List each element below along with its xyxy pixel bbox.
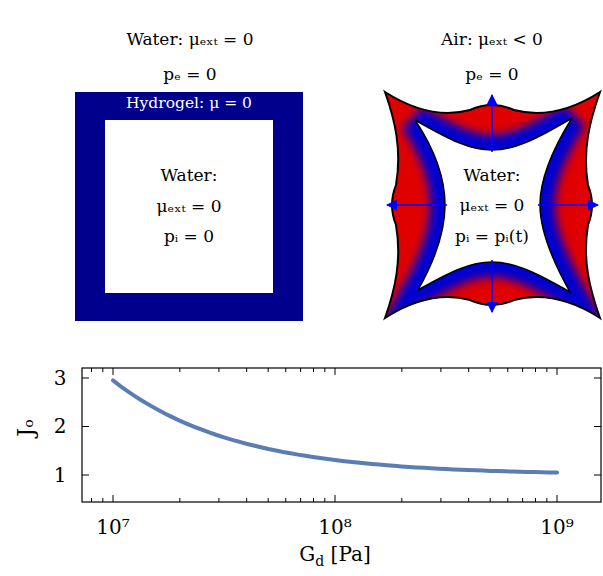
hydrogel-frame: Hydrogel: μ = 0 Water: μₑₓₜ = 0 pᵢ = 0 xyxy=(75,92,303,321)
tick-label: 2 xyxy=(54,415,67,438)
water-region: Water: μₑₓₜ = 0 pᵢ = pᵢ(t) xyxy=(455,166,529,247)
tick-label: 1 xyxy=(54,464,67,487)
tick-label: 10⁸ xyxy=(318,516,351,539)
plot-frame xyxy=(82,368,601,502)
environment-label: Water: μₑₓₜ = 0 xyxy=(126,30,253,50)
material-label: Hydrogel: μ = 0 xyxy=(75,95,303,113)
condition-text: μₑₓₜ = 0 xyxy=(460,196,525,216)
swollen-gel xyxy=(385,92,600,318)
condition-text: μₑₓₜ = 0 xyxy=(157,197,222,217)
condition-text: Water: xyxy=(161,166,218,186)
water-region: Water: μₑₓₜ = 0 pᵢ = 0 xyxy=(105,120,273,293)
pressure-label: pₑ = 0 xyxy=(163,65,216,85)
data-curve xyxy=(113,380,557,472)
tick-label: 10⁹ xyxy=(540,516,573,539)
environment-label: Air: μₑₓₜ < 0 xyxy=(441,30,543,50)
condition-text: pᵢ = 0 xyxy=(164,227,214,247)
condition-text: pᵢ = pᵢ(t) xyxy=(455,227,529,247)
axis-title: Gd [Pa] xyxy=(299,543,370,569)
condition-text: Water: xyxy=(464,166,521,186)
gel-outline xyxy=(385,92,600,318)
pressure-label: pₑ = 0 xyxy=(465,65,518,85)
tick-label: 3 xyxy=(54,367,67,390)
pressure-arrows xyxy=(387,95,598,312)
axis-title: Jₒ xyxy=(13,419,38,436)
tick-label: 10⁷ xyxy=(96,516,129,539)
axis-ticks xyxy=(82,368,601,502)
